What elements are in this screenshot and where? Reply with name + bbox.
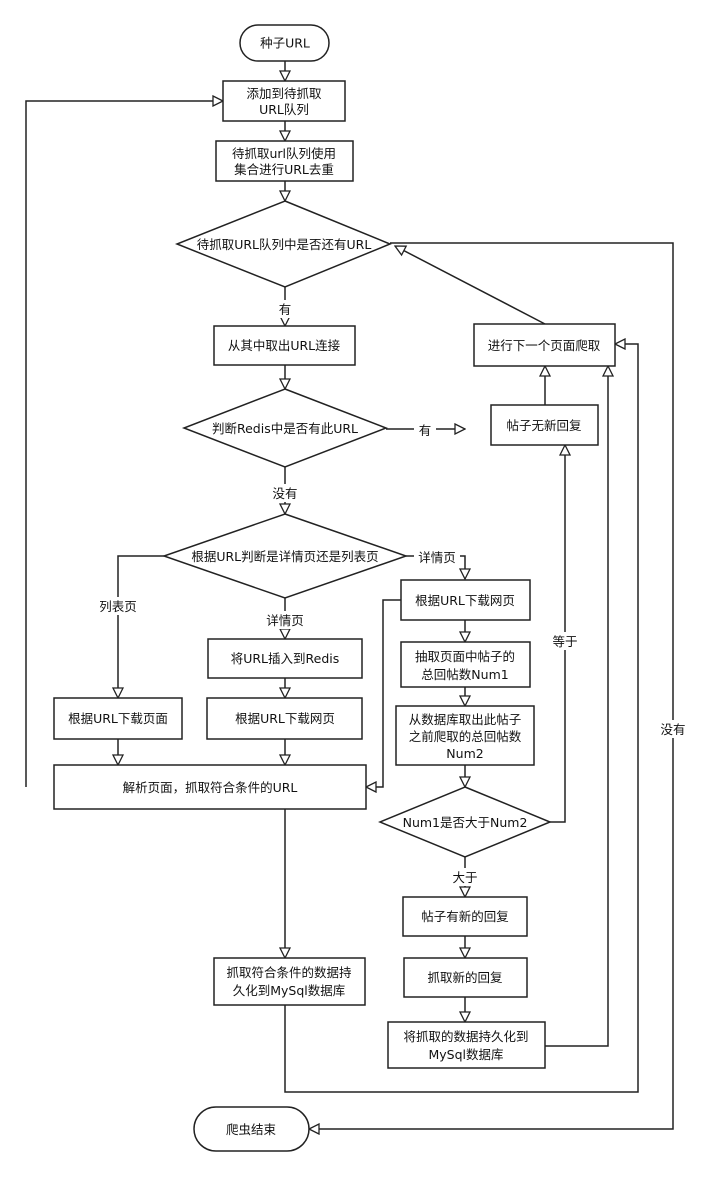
- download-page-node: 根据URL下载网页: [400, 579, 531, 621]
- add-to-queue-label-2: URL队列: [259, 102, 309, 117]
- parse-page-label: 解析页面，抓取符合条件的URL: [123, 780, 298, 795]
- fetch-new-reply-node: 抓取新的回复: [403, 957, 528, 998]
- fetch-db-label-3: Num2: [446, 746, 483, 761]
- download-page-label: 根据URL下载网页: [415, 593, 515, 608]
- edge-parse-loop-to-queue: [25, 101, 223, 787]
- fetch-db-label-1: 从数据库取出此帖子: [409, 712, 522, 727]
- edge-persist-to-next: [284, 344, 639, 1093]
- queue-has-url-label: 待抓取URL队列中是否还有URL: [197, 237, 372, 252]
- download-detail-label: 根据URL下载网页: [235, 711, 335, 726]
- nodes: 种子URL 添加到待抓取 URL队列 待抓取url队列使用 集合进行URL去重 …: [53, 24, 616, 1152]
- label-redis-yes: 有: [419, 423, 432, 438]
- dedupe-label-1: 待抓取url队列使用: [232, 146, 336, 161]
- label-detail-page: 详情页: [266, 613, 304, 628]
- seed-url-label: 种子URL: [260, 36, 310, 51]
- persist-reply-label-1: 将抓取的数据持久化到: [403, 1029, 528, 1044]
- persist-reply-node: 将抓取的数据持久化到 MySql数据库: [387, 1021, 546, 1069]
- edge-compare-equal: [550, 445, 565, 823]
- num-compare-label: Num1是否大于Num2: [403, 815, 528, 830]
- download-list-label: 根据URL下载页面: [68, 711, 168, 726]
- label-queue-no: 没有: [660, 722, 685, 737]
- redis-has-url-decision: 判断Redis中是否有此URL: [181, 388, 389, 468]
- dedupe-label-2: 集合进行URL去重: [234, 162, 334, 177]
- extract-label-2: 总回帖数Num1: [421, 667, 508, 682]
- dedupe-node: 待抓取url队列使用 集合进行URL去重: [215, 140, 354, 182]
- edge-type-list: [118, 555, 164, 698]
- parse-page-node: 解析页面，抓取符合条件的URL: [53, 764, 367, 810]
- add-to-queue-node: 添加到待抓取 URL队列: [222, 80, 346, 122]
- has-new-reply-node: 帖子有新的回复: [402, 896, 528, 937]
- seed-url-node: 种子URL: [239, 24, 330, 62]
- fetch-new-reply-label: 抓取新的回复: [427, 970, 503, 985]
- no-new-reply-label: 帖子无新回复: [506, 418, 582, 433]
- next-page-node: 进行下一个页面爬取: [473, 323, 616, 367]
- persist-node: 抓取符合条件的数据持 久化到MySql数据库: [213, 957, 366, 1006]
- fetch-db-label-2: 之前爬取的总回帖数: [409, 729, 522, 744]
- has-new-reply-label: 帖子有新的回复: [421, 909, 509, 924]
- label-queue-yes: 有: [279, 302, 292, 317]
- download-list-node: 根据URL下载页面: [53, 697, 183, 740]
- queue-has-url-decision: 待抓取URL队列中是否还有URL: [174, 200, 392, 288]
- insert-redis-label: 将URL插入到Redis: [231, 651, 340, 666]
- label-list-page: 列表页: [99, 599, 137, 614]
- persist-label-2: 久化到MySql数据库: [233, 983, 346, 998]
- edge-labels: 有 有 没有 列表页 详情页 详情页 等于 大于 没有: [96, 300, 689, 886]
- label-equal: 等于: [552, 634, 577, 649]
- edge-next-to-queue-check: [395, 246, 546, 325]
- num-compare-decision: Num1是否大于Num2: [378, 786, 552, 858]
- label-redis-no: 没有: [272, 486, 297, 501]
- extract-reply-count-node: 抽取页面中帖子的 总回帖数Num1: [400, 641, 531, 688]
- edge-download-page-to-parse: [366, 599, 401, 787]
- edges: [25, 61, 674, 1129]
- fetch-db-count-node: 从数据库取出此帖子 之前爬取的总回帖数 Num2: [395, 705, 535, 766]
- add-to-queue-label-1: 添加到待抓取: [246, 86, 322, 101]
- no-new-reply-node: 帖子无新回复: [490, 404, 599, 446]
- edge-queue-no-to-end: [309, 242, 674, 1129]
- persist-reply-label-2: MySql数据库: [428, 1047, 503, 1062]
- download-detail-node: 根据URL下载网页: [206, 697, 363, 740]
- crawler-end-node: 爬虫结束: [193, 1106, 310, 1152]
- label-greater: 大于: [452, 870, 477, 885]
- take-url-node: 从其中取出URL连接: [213, 325, 356, 366]
- label-detail-page-right: 详情页: [418, 550, 456, 565]
- page-type-label: 根据URL判断是详情页还是列表页: [191, 549, 378, 564]
- persist-label-1: 抓取符合条件的数据持: [226, 965, 351, 980]
- insert-redis-node: 将URL插入到Redis: [207, 638, 363, 679]
- page-type-decision: 根据URL判断是详情页还是列表页: [161, 513, 409, 599]
- redis-has-url-label: 判断Redis中是否有此URL: [212, 421, 358, 436]
- take-url-label: 从其中取出URL连接: [228, 338, 341, 353]
- crawler-end-label: 爬虫结束: [226, 1122, 277, 1137]
- edge-persist-reply-to-next: [545, 366, 608, 1047]
- next-page-label: 进行下一个页面爬取: [488, 338, 601, 353]
- extract-label-1: 抽取页面中帖子的: [415, 649, 515, 664]
